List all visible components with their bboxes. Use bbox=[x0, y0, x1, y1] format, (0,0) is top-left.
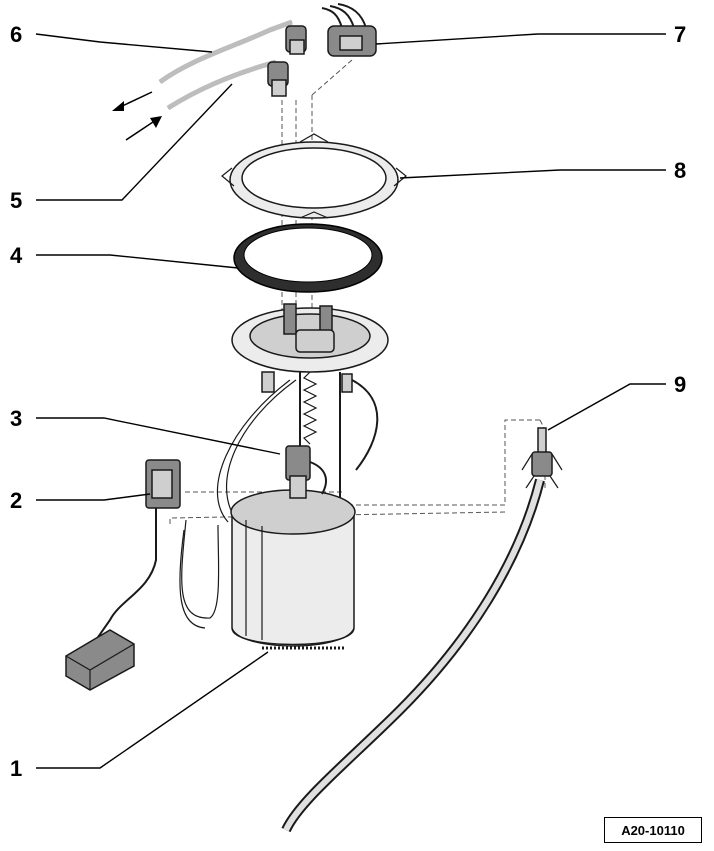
callout-number-4: 4 bbox=[10, 243, 23, 268]
suction-jet-pump bbox=[281, 427, 563, 833]
fuel-delivery-unit bbox=[179, 303, 389, 650]
flow-arrows bbox=[112, 91, 162, 141]
callout-number-2: 2 bbox=[10, 488, 22, 513]
locking-ring bbox=[221, 133, 407, 219]
callout-number-9: 9 bbox=[674, 372, 686, 397]
electrical-connector bbox=[321, 3, 377, 57]
callout-number-6: 6 bbox=[10, 22, 22, 47]
leader-lines bbox=[35, 33, 666, 769]
seal-ring bbox=[233, 223, 383, 293]
callout-number-1: 1 bbox=[10, 756, 22, 781]
pressure-regulator bbox=[285, 445, 327, 499]
callout-number-7: 7 bbox=[674, 22, 686, 47]
fuel-level-sender bbox=[65, 459, 181, 691]
callout-number-5: 5 bbox=[10, 188, 22, 213]
fuel-supply-hose bbox=[158, 19, 307, 85]
callout-number-8: 8 bbox=[674, 158, 686, 183]
callout-number-3: 3 bbox=[10, 406, 22, 431]
callout-numbers: 1 2 3 4 5 6 7 8 9 bbox=[10, 22, 686, 781]
fuel-return-hose bbox=[166, 59, 289, 111]
figure-reference-label: A20-10110 bbox=[604, 817, 702, 843]
